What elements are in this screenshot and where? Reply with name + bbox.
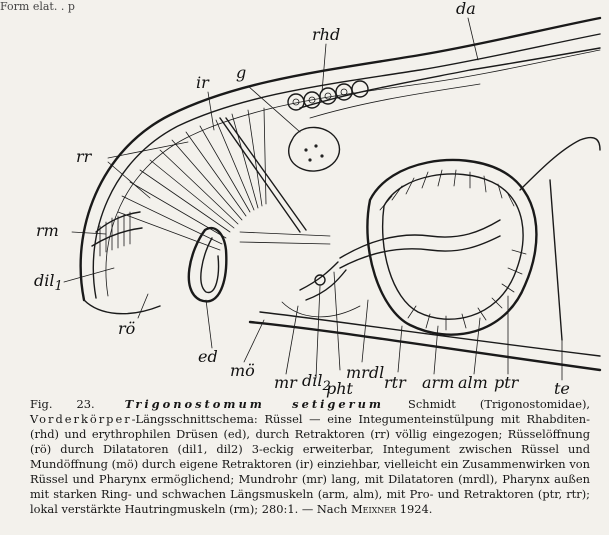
gland-g [288,126,341,172]
label-ir: ir [196,73,210,92]
label-dil1: dil1 [34,271,63,294]
caption-author: Meixner [350,502,397,516]
mouth-tube [281,261,361,318]
label-arm: arm [422,373,454,392]
label-te: te [554,379,570,398]
label-mo: mö [230,361,255,380]
label-dil2: dil2 [302,371,331,394]
posterior-structure [519,136,601,341]
rhabdite-glands [287,80,369,111]
pharynx [339,158,538,336]
leader-lines [63,17,563,381]
integument-retractors [219,117,331,245]
label-pht: pht [326,379,354,398]
label-ro: rö [118,319,135,338]
label-ed: ed [198,347,218,366]
label-rhd: rhd [312,25,340,44]
label-mr: mr [274,373,298,392]
body-wall [79,16,602,372]
dorsal-structure [299,47,601,119]
label-rm: rm [36,221,59,240]
label-mrdl: mrdl [346,363,384,382]
anatomical-diagram: rhd da g ir rr rm dil1 rö ed mö mr dil2 … [34,0,602,398]
label-alm: alm [458,373,488,392]
label-rtr: rtr [384,373,407,392]
page-header-fragment: Form elat. . p [0,0,75,13]
figure-number: Fig. 23. [30,397,95,411]
species-name: Trigonostomum setigerum [124,397,384,411]
label-rr: rr [76,147,93,166]
caption-head: Vorderkörper [30,412,132,426]
label-da: da [456,0,476,18]
caption-year: 1924. [396,502,433,516]
label-g: g [236,63,246,82]
proboscis [91,211,228,303]
label-ptr: ptr [494,373,520,392]
species-authority: Schmidt (Trigonostomidae), [408,397,591,411]
caption-body: -Längsschnittschema: Rüssel — eine Integ… [30,412,590,516]
figure-caption: Fig. 23. Trigonostomum setigerum Schmidt… [30,397,590,517]
